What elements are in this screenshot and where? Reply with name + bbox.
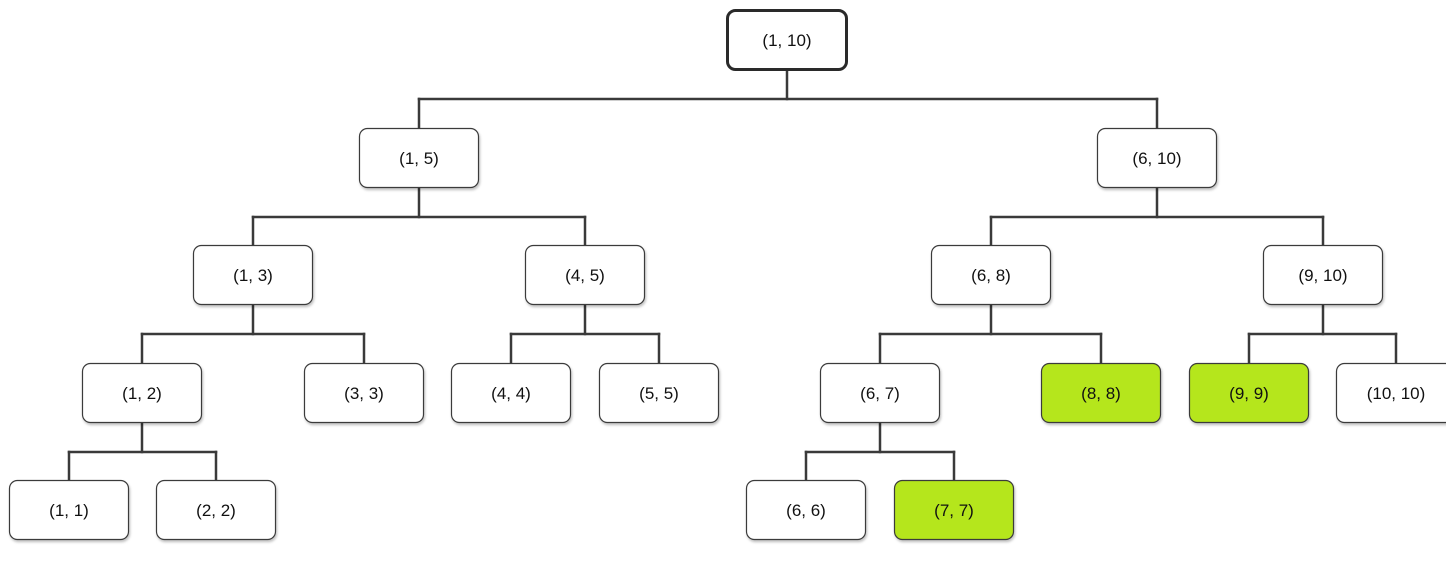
tree-edges (67, 68, 1398, 482)
node-box (192, 244, 314, 306)
tree-node-9-9: (9, 9) (1188, 362, 1310, 424)
node-label: (8, 8) (1081, 384, 1121, 403)
tree-node-8-8: (8, 8) (1040, 362, 1162, 424)
node-label: (1, 5) (399, 149, 439, 168)
node-label: (3, 3) (344, 384, 384, 403)
tree-node-1-2: (1, 2) (81, 362, 203, 424)
node-label: (9, 9) (1229, 384, 1269, 403)
node-box (930, 244, 1052, 306)
tree-node-6-7: (6, 7) (819, 362, 941, 424)
node-box (819, 362, 941, 424)
tree-node-5-5: (5, 5) (598, 362, 720, 424)
node-label: (2, 2) (196, 501, 236, 520)
tree-node-4-4: (4, 4) (450, 362, 572, 424)
node-label: (6, 7) (860, 384, 900, 403)
node-label: (4, 5) (565, 266, 605, 285)
tree-node-4-5: (4, 5) (524, 244, 646, 306)
tree-node-1-1: (1, 1) (8, 479, 130, 541)
node-box (1335, 362, 1446, 424)
node-box (893, 479, 1015, 541)
node-label: (1, 2) (122, 384, 162, 403)
tree-node-2-2: (2, 2) (155, 479, 277, 541)
node-label: (1, 10) (762, 31, 811, 50)
tree-node-7-7: (7, 7) (893, 479, 1015, 541)
tree-node-6-10: (6, 10) (1096, 127, 1218, 189)
node-label: (7, 7) (934, 501, 974, 520)
node-box (745, 479, 867, 541)
node-label: (10, 10) (1367, 384, 1426, 403)
node-box (1262, 244, 1384, 306)
node-box (155, 479, 277, 541)
node-label: (5, 5) (639, 384, 679, 403)
node-box (1096, 127, 1218, 189)
tree-node-6-6: (6, 6) (745, 479, 867, 541)
tree-node-9-10: (9, 10) (1262, 244, 1384, 306)
node-box (8, 479, 130, 541)
node-box (81, 362, 203, 424)
node-label: (6, 10) (1132, 149, 1181, 168)
node-box (358, 127, 480, 189)
tree-node-1-3: (1, 3) (192, 244, 314, 306)
node-box (1188, 362, 1310, 424)
tree-node-1-5: (1, 5) (358, 127, 480, 189)
node-label: (4, 4) (491, 384, 531, 403)
node-box (726, 9, 848, 71)
node-box (524, 244, 646, 306)
node-label: (1, 1) (49, 501, 89, 520)
tree-node-6-8: (6, 8) (930, 244, 1052, 306)
node-box (598, 362, 720, 424)
node-box (1040, 362, 1162, 424)
node-label: (9, 10) (1298, 266, 1347, 285)
tree-node-3-3: (3, 3) (303, 362, 425, 424)
node-box (450, 362, 572, 424)
node-box (303, 362, 425, 424)
tree-node-10-10: (10, 10) (1335, 362, 1446, 424)
node-label: (1, 3) (233, 266, 273, 285)
tree-nodes: (1, 10) (1, 5) (6, 10) (1, 3) (4, 5) (6, 8) (9… (8, 9, 1446, 541)
node-label: (6, 8) (971, 266, 1011, 285)
tree-node-1-10: (1, 10) (726, 9, 848, 71)
node-label: (6, 6) (786, 501, 826, 520)
